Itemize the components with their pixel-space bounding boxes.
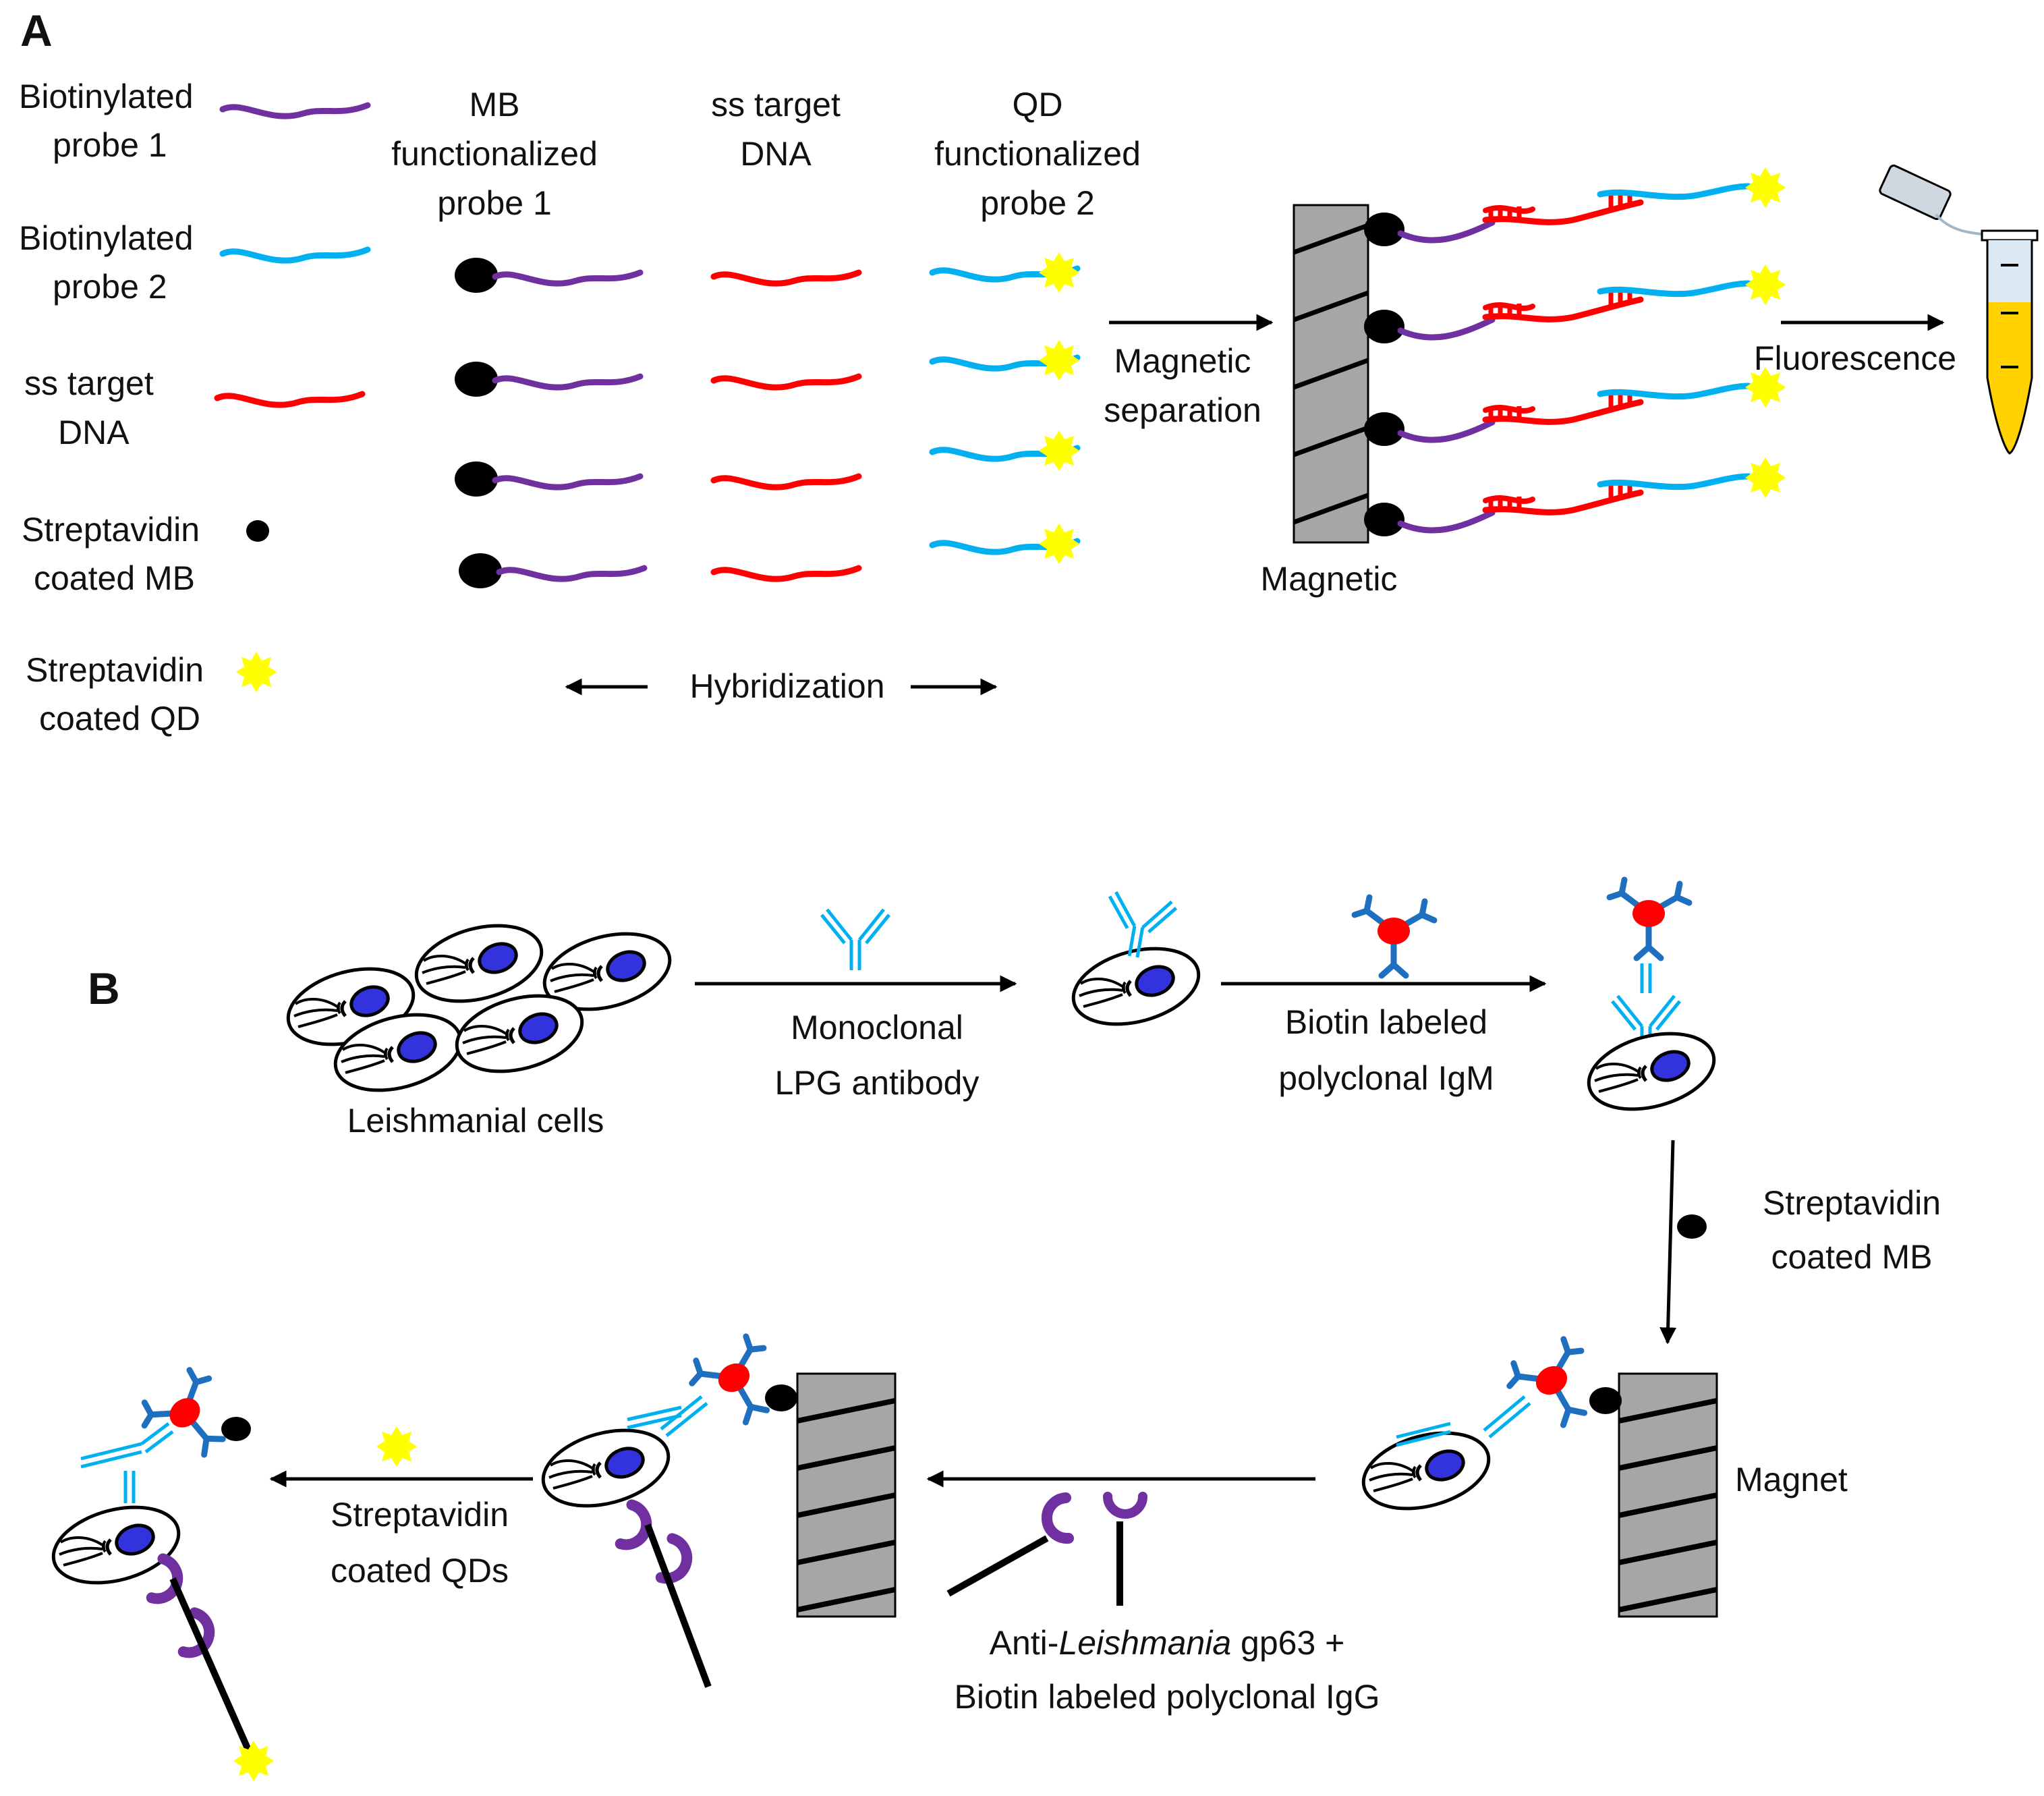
legend-qd-line1: Streptavidin: [26, 651, 204, 689]
step1-label-line2: LPG antibody: [775, 1064, 980, 1102]
col-qd-line3: probe 2: [980, 184, 1095, 222]
col-mb-line3: probe 1: [437, 184, 552, 222]
cell-complex-1: [1581, 1021, 1722, 1122]
hybridization-label: Hybridization: [689, 667, 884, 705]
col-target-line2: DNA: [740, 135, 812, 173]
cell-on-magnet: [1355, 1420, 1497, 1521]
qd-probe-column: [932, 252, 1079, 564]
igm-icon: [1355, 897, 1434, 976]
gp63-bound-middle: [618, 1505, 712, 1688]
separation-label-line2: separation: [1104, 391, 1261, 429]
leishmanial-cells: [280, 913, 678, 1103]
separation-label-line1: Magnetic: [1114, 342, 1251, 380]
legend-probe2-strand: [223, 250, 368, 260]
cell-complex-2: [535, 1418, 677, 1519]
legend: Biotinylated probe 1 Biotinylated probe …: [19, 78, 368, 737]
igm-on-magnet: [1501, 1331, 1609, 1438]
step4-italic: Leishmania: [1058, 1624, 1231, 1662]
col-target-line1: ss target: [711, 86, 841, 123]
legend-probe2-line1: Biotinylated: [19, 219, 194, 257]
legend-qd-star-icon: [236, 652, 277, 692]
hybrid-complexes: [1364, 167, 1786, 536]
legend-probe1-strand: [223, 105, 368, 116]
legend-mb-line2: coated MB: [34, 559, 195, 597]
col-mb-line2: functionalized: [391, 135, 598, 173]
target-dna-column: [714, 273, 859, 579]
step5-label-line1: Streptavidin: [331, 1496, 509, 1534]
sample-tube-icon: [1879, 164, 2039, 455]
step1-label-line1: Monoclonal: [791, 1009, 963, 1046]
final-complex: [45, 1361, 274, 1781]
col-mb-line1: MB: [470, 86, 520, 123]
step4-suffix: gp63 +: [1231, 1624, 1344, 1662]
legend-bead-icon: [246, 520, 269, 542]
cells-label: Leishmanial cells: [347, 1102, 604, 1140]
legend-probe1-line1: Biotinylated: [19, 78, 194, 115]
step4-label-line2: Biotin labeled polyclonal IgG: [955, 1678, 1380, 1716]
magnet-label-b: Magnet: [1735, 1461, 1848, 1498]
step4-label-line1: Anti-Leishmania gp63 +: [990, 1624, 1345, 1662]
step5-label-line2: coated QDs: [331, 1552, 509, 1590]
igm-bound-icon: [1610, 880, 1689, 958]
panel-a-letter: A: [20, 5, 53, 55]
legend-probe2-line2: probe 2: [53, 268, 167, 306]
step3-label-line1: Streptavidin: [1763, 1184, 1941, 1222]
mb-probe-column: [455, 258, 644, 588]
fluorescence-label: Fluorescence: [1754, 339, 1956, 377]
col-qd-line1: QD: [1013, 86, 1063, 123]
legend-qd-line2: coated QD: [39, 700, 200, 737]
step2-label-line2: polyclonal IgM: [1278, 1059, 1494, 1097]
gp63-igg-icon: [946, 1492, 1147, 1606]
col-qd-line2: functionalized: [934, 135, 1141, 173]
qd-star-step5-icon: [376, 1426, 417, 1467]
legend-mb-line1: Streptavidin: [22, 511, 200, 549]
streptavidin-mb-icon: [1677, 1214, 1707, 1239]
lpg-antibody-icon: [822, 909, 889, 970]
mb-middle: [765, 1384, 797, 1411]
magnet-block-a: [1294, 205, 1368, 542]
magnet-label-a: Magnetic: [1261, 560, 1398, 598]
step2-label-line1: Biotin labeled: [1285, 1003, 1487, 1041]
step3-label-line2: coated MB: [1771, 1238, 1932, 1276]
step3-arrow: [1659, 1140, 1677, 1345]
mb-on-magnet: [1589, 1387, 1622, 1414]
magnet-block-middle: [797, 1374, 895, 1617]
legend-target-strand: [217, 394, 362, 405]
igm-middle: [683, 1328, 791, 1436]
magnet-block-right: [1619, 1374, 1717, 1617]
legend-probe1-line2: probe 1: [53, 126, 167, 164]
step4-prefix: Anti-: [990, 1624, 1059, 1662]
panel-b-letter: B: [88, 963, 120, 1013]
legend-target-line2: DNA: [58, 414, 130, 451]
legend-target-line1: ss target: [24, 364, 154, 402]
cell-with-lpg: [1065, 936, 1207, 1037]
